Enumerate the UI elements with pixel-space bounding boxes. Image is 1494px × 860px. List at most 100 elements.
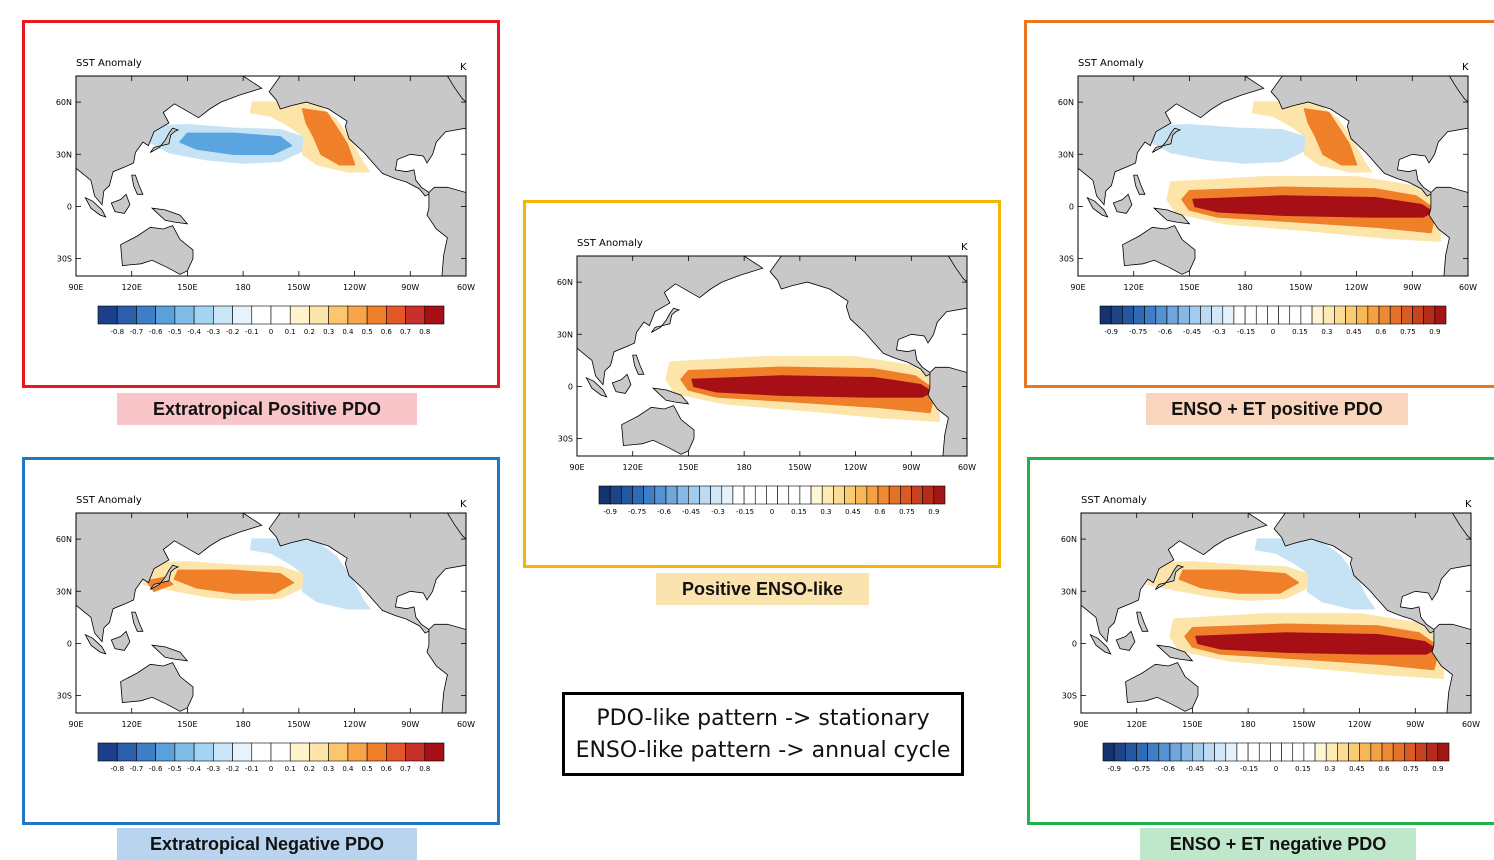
map-title: SST Anomaly [76, 58, 142, 69]
lat-label: 30N [1061, 587, 1077, 596]
lon-label: 120E [1124, 283, 1144, 292]
land-australia [1122, 225, 1196, 275]
colorbar-tick-label: 0 [1274, 765, 1278, 773]
sst-anomaly-patch [1147, 123, 1310, 164]
lat-label: 30S [57, 255, 72, 264]
land-greenland [1448, 76, 1468, 103]
map-unit: K [1465, 499, 1472, 510]
colorbar-tick-label: -0.1 [245, 328, 259, 336]
map-title: SST Anomaly [577, 238, 643, 249]
lat-label: 30S [57, 692, 72, 701]
colorbar-tick-label: -0.7 [130, 765, 144, 773]
land-borneo [611, 373, 632, 394]
lat-label: 60N [56, 98, 72, 107]
colorbar-tick-label: -0.3 [206, 765, 220, 773]
colorbar-tick-label: -0.9 [1104, 328, 1118, 336]
land-namerica [268, 513, 466, 634]
lon-label: 150E [1179, 283, 1199, 292]
lon-label: 60W [457, 283, 475, 292]
land-japan [1154, 564, 1185, 590]
map-unit: K [961, 242, 968, 253]
colorbar-tick-label: 0.1 [285, 328, 296, 336]
lon-label: 150W [287, 283, 310, 292]
land-australia [621, 405, 695, 455]
land-japan [650, 307, 681, 333]
lon-label: 120W [1345, 283, 1368, 292]
map-frame [75, 75, 467, 277]
map-unit: K [460, 62, 467, 73]
lon-label: 120E [122, 283, 142, 292]
land-samerica [927, 366, 967, 456]
colorbar-tick-label: 0.75 [899, 508, 915, 516]
map-unit: K [460, 499, 467, 510]
lat-label: 60N [1058, 98, 1074, 107]
colorbar-tick-label: 0.6 [381, 765, 393, 773]
land-newguinea [150, 644, 189, 662]
lon-label: 150W [1292, 720, 1315, 729]
lon-label: 180 [236, 283, 251, 292]
colorbar-tick-label: -0.8 [110, 765, 124, 773]
colorbar-tick-label: 0.6 [1375, 328, 1387, 336]
colorbar-tick-label: 0 [770, 508, 774, 516]
colorbar-tick-label: 0.15 [791, 508, 807, 516]
lon-label: 90W [1403, 283, 1421, 292]
land-asia [76, 513, 263, 643]
colorbar-tick-label: -0.8 [110, 328, 124, 336]
land-samerica [1431, 623, 1471, 713]
lon-label: 120W [343, 720, 366, 729]
lon-label: 90W [1406, 720, 1424, 729]
land-newguinea [651, 387, 690, 405]
lon-label: 90E [569, 463, 584, 472]
colorbar-tick-label: -0.75 [628, 508, 646, 516]
land-australia [120, 662, 194, 712]
lon-label: 120W [844, 463, 867, 472]
lat-label: 30S [558, 435, 573, 444]
lat-label: 30S [1062, 692, 1077, 701]
lon-label: 90E [68, 720, 83, 729]
colorbar-tick-label: -0.75 [1132, 765, 1150, 773]
colorbar-tick-label: 0.45 [1349, 765, 1365, 773]
colorbar-tick-label: -0.3 [206, 328, 220, 336]
colorbar-tick-label: -0.9 [603, 508, 617, 516]
colorbar-tick-label: 0.9 [928, 508, 939, 516]
lon-label: 90E [68, 283, 83, 292]
sst-anomaly-patch [1303, 108, 1358, 166]
colorbar-tick-label: 0.3 [323, 328, 334, 336]
colorbar-tick-label: 0.9 [1432, 765, 1443, 773]
land-japan [149, 127, 180, 153]
land-philippines [632, 354, 645, 375]
colorbar-tick-label: 0.3 [1321, 328, 1332, 336]
land-philippines [1133, 174, 1146, 195]
land-asia [577, 256, 764, 386]
lat-label: 0 [1069, 202, 1074, 211]
land-philippines [1136, 611, 1149, 632]
land-greenland [446, 513, 466, 540]
lon-label: 120E [1127, 720, 1147, 729]
colorbar-tick-label: 0.4 [342, 328, 354, 336]
map-frame [1077, 75, 1469, 277]
land-namerica [268, 76, 466, 197]
colorbar-tick-label: 0.45 [845, 508, 861, 516]
land-asia [76, 76, 263, 206]
lon-label: 150E [177, 283, 197, 292]
land-japan [149, 564, 180, 590]
lon-label: 90W [401, 283, 419, 292]
lat-label: 0 [67, 639, 72, 648]
map-frame [75, 512, 467, 714]
colorbar-tick-label: 0.6 [874, 508, 886, 516]
colorbar-tick-label: -0.9 [1107, 765, 1121, 773]
colorbar-tick-label: 0.6 [1378, 765, 1390, 773]
colorbar-tick-label: 0.75 [1400, 328, 1416, 336]
colorbar-tick-label: -0.6 [657, 508, 671, 516]
note-box: PDO-like pattern -> stationary ENSO-like… [562, 692, 964, 776]
sst-anomaly-patch [173, 569, 295, 594]
colorbar-tick-label: -0.2 [226, 328, 240, 336]
land-philippines [131, 611, 144, 632]
colorbar-tick-label: -0.6 [149, 328, 163, 336]
